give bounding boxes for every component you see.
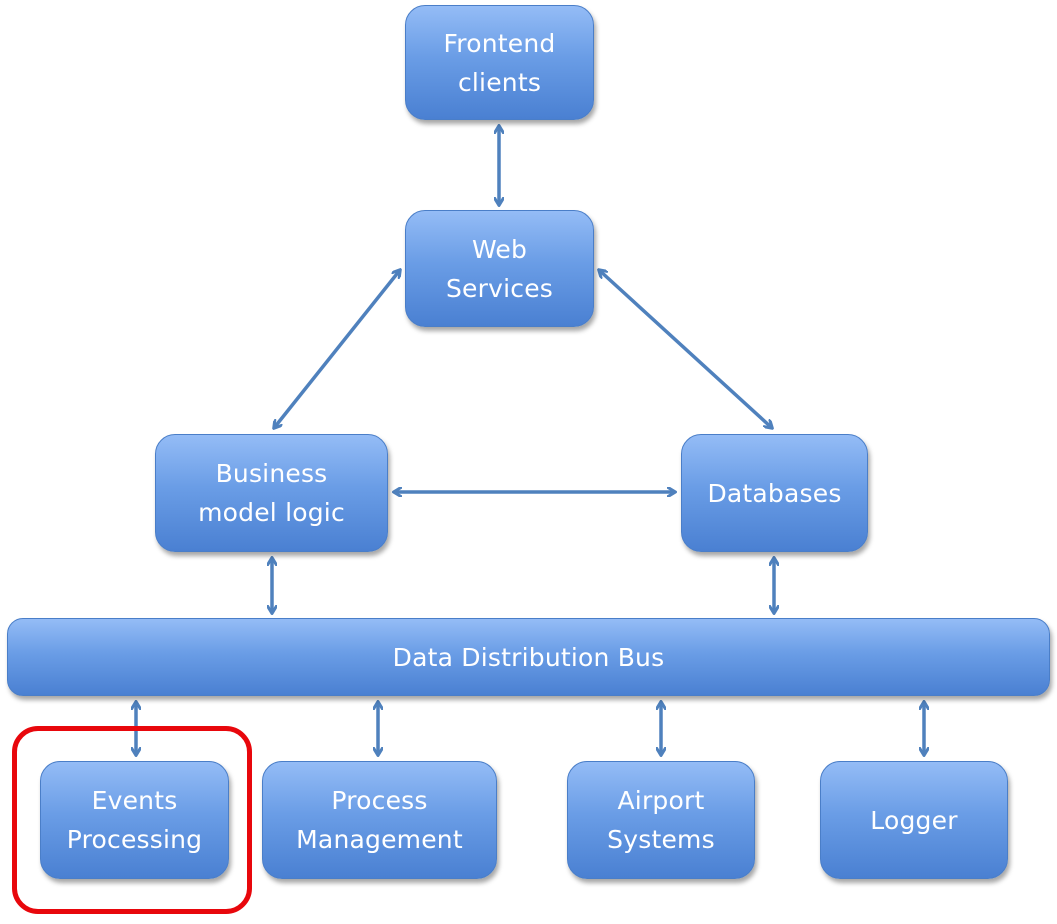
node-label: Systems	[607, 825, 715, 854]
node-frontend-clients[interactable]: Frontend clients	[405, 5, 594, 120]
node-data-distribution-bus[interactable]: Data Distribution Bus	[7, 618, 1050, 696]
node-label: Airport	[617, 786, 705, 815]
node-business-model-logic[interactable]: Business model logic	[155, 434, 388, 552]
node-label: Events	[91, 786, 178, 815]
node-label: Logger	[870, 805, 958, 835]
node-label: Services	[445, 273, 554, 303]
node-label: Web	[471, 234, 528, 264]
node-databases[interactable]: Databases	[681, 434, 868, 552]
node-process-management[interactable]: Process Management	[262, 761, 497, 879]
node-label: Business	[215, 459, 328, 488]
node-logger[interactable]: Logger	[820, 761, 1008, 879]
node-label: Process	[331, 786, 428, 815]
highlight-outline-events-processing	[12, 726, 252, 914]
node-label: Frontend	[443, 28, 556, 58]
node-events-processing[interactable]: Events Processing	[40, 761, 229, 879]
edge-web-services-databases	[599, 270, 772, 428]
node-web-services[interactable]: Web Services	[405, 210, 594, 327]
node-label: model logic	[198, 498, 345, 527]
node-label: Data Distribution Bus	[392, 642, 665, 672]
node-label: clients	[457, 67, 542, 97]
node-label: Databases	[707, 478, 842, 508]
node-label: Processing	[66, 825, 203, 854]
node-label: Management	[296, 825, 463, 854]
edge-web-services-business-logic	[274, 270, 400, 428]
node-airport-systems[interactable]: Airport Systems	[567, 761, 755, 879]
